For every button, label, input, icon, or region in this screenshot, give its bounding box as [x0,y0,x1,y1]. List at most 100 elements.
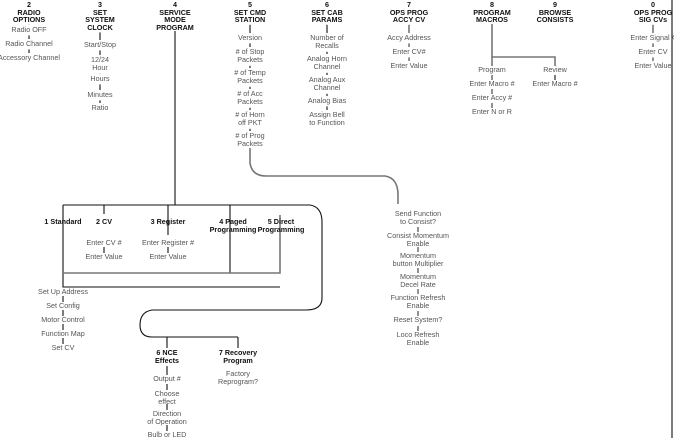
menu-item: Enter Value [390,61,428,70]
menu-title-2-line: OPTIONS [12,15,46,25]
standard-step: Set Up Address [38,287,88,296]
menu-item-line: Analog Bias [307,96,347,105]
menu-title-8-line: 8 [489,0,494,9]
macro-review: Review [543,65,567,74]
service-mode-item-line: Output # [153,374,181,383]
menu-item-line: Accy Address [387,33,431,42]
service-mode-item-line: Enter CV # [86,238,122,247]
service-mode-title: 2 CV [96,218,112,226]
service-mode-item-line: Enter Register # [142,238,194,247]
menu-title-4-line: MODE [164,15,186,25]
menu-item-line: # of Stop [235,47,265,56]
station-setting-line: Consist Momentum [387,231,449,240]
service-mode-item: Enter CV # [86,238,122,247]
menu-item-line: Accessory Channel [0,53,60,62]
menu-title-6-line: SET CAB [311,7,343,17]
service-mode-title-line: 7 Recovery [218,348,258,357]
menu-title-4-line: 4 [172,0,177,9]
menu-item-line: # of Temp [234,68,266,77]
menu-item: Hours [90,74,109,83]
standard-step: Motor Control [41,315,85,324]
station-setting-line: Loco Refresh [396,330,440,339]
connector-line [63,204,323,338]
menu-title-3-line: 3 [98,0,102,9]
menu-item-line: Packets [237,97,263,107]
service-mode-title-line: 1 Standard [44,217,82,226]
station-setting-line: Enable [406,239,430,249]
service-mode-item: Enter Value [85,252,123,261]
menu-item-line: Packets [237,139,263,149]
connector-line [63,215,281,274]
station-setting-line: Enable [406,338,430,348]
connector-line [62,205,280,288]
menu-item-line: Enter Value [390,61,428,70]
service-mode-title-line: Programming [209,224,257,234]
service-mode-item-line: Enter Value [85,252,123,261]
standard-step-line: Set Up Address [38,287,88,296]
service-mode-title-line: 2 CV [96,217,112,226]
connector-line [491,24,556,66]
connector-line [249,148,399,204]
macro-program-item-line: Enter Macro # [469,79,515,88]
service-mode-item-line: Enter Value [149,252,187,261]
service-mode-item: Enter Register # [142,238,194,247]
menu-item-line: off PKT [238,118,262,128]
station-setting-line: Reset System? [393,315,443,324]
menu-item-line: Radio Channel [5,39,53,48]
macro-program: Program [478,65,506,74]
menu-item-line: Hour [92,63,108,73]
service-mode-title-line: 6 NCE [156,348,178,357]
station-setting-line: button Multiplier [392,259,444,269]
menu-title-4-line: SERVICE [159,7,191,17]
menu-title-9-line: 9 [553,0,557,9]
menu-item-line: Ratio [91,103,109,112]
menu-item-line: # of Horn [235,110,265,119]
menu-item: Enter CV# [392,47,425,56]
menu-title-4-line: PROGRAM [156,22,194,32]
menu-title-8-line: MACROS [476,15,508,25]
menu-title-5-line: STATION [234,15,266,25]
service-mode-item-line: Factory [226,369,250,378]
menu-item: Ratio [91,103,109,112]
menu-item-line: Channel [313,83,341,93]
menu-title-2-line: 2 [26,0,31,9]
service-mode-item-line: effect [158,397,176,407]
menu-title-5-line: 5 [248,0,252,9]
menu-item-line: # of Acc [237,89,263,98]
menu-item: Accessory Channel [0,53,60,62]
service-mode-item: Output # [153,374,181,383]
service-mode-title-line: Effects [155,355,179,365]
macro-program-item-line: Enter Accy # [471,93,513,102]
menu-item-line: # of Prog [235,131,265,140]
station-setting-line: Momentum [400,251,436,260]
menu-item: Start/Stop [84,40,116,49]
station-setting-line: to Consist? [400,217,436,227]
menu-title-3-line: SYSTEM [85,15,115,25]
service-mode-title-line: 5 Direct [267,217,295,226]
service-mode-item: Enter Value [149,252,187,261]
service-mode-item: Bulb or LED [148,430,187,439]
menu-title-7-line: 7 [407,0,411,9]
service-mode-title: 1 Standard [44,218,81,226]
menu-item-line: Radio OFF [11,25,47,34]
menu-title-3-line: SET [93,7,107,17]
service-mode-item-line: Reprogram? [218,377,258,387]
menu-title-8-line: PROGRAM [473,7,511,17]
menu-title-7-line: ACCY CV [392,15,426,25]
menu-item-line: 12/24 [91,55,109,64]
